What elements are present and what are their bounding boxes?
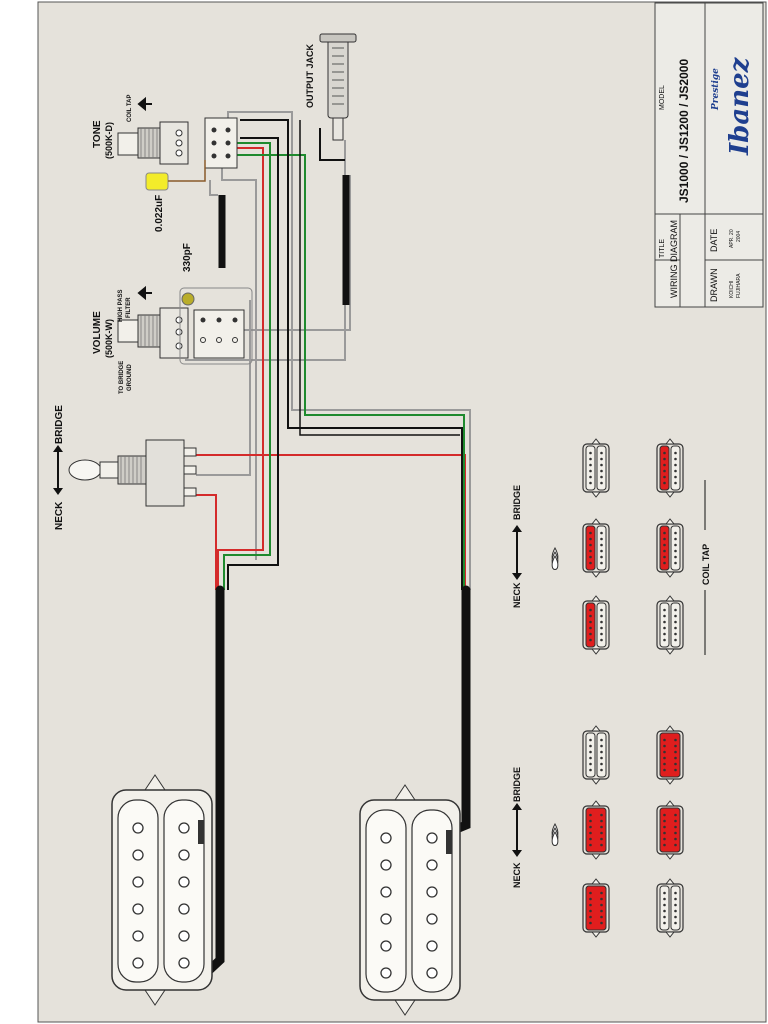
tone-pot[interactable] bbox=[117, 121, 189, 165]
combo-pickup bbox=[656, 518, 684, 578]
date-header: DATE bbox=[709, 229, 719, 252]
combo-pickup bbox=[656, 438, 684, 498]
drawn-value-2: FUJIHARA bbox=[736, 273, 742, 298]
drawn-header: DRAWN bbox=[709, 268, 719, 302]
selector-bridge-label: BRIDGE bbox=[54, 405, 65, 444]
selector-neck-label: NECK bbox=[54, 501, 65, 530]
pickup-selector-switch[interactable] bbox=[68, 439, 197, 507]
series-logo: Prestige bbox=[711, 68, 721, 111]
combo-pickup bbox=[656, 800, 684, 860]
output-jack[interactable] bbox=[319, 33, 357, 141]
model-value: JS1000 / JS1200 / JS2000 bbox=[677, 59, 691, 203]
coil-tap-switch[interactable] bbox=[204, 117, 238, 169]
date-value-2: 2004 bbox=[736, 231, 742, 242]
model-header: MODEL bbox=[659, 85, 666, 110]
combo-top-bridge-label: BRIDGE bbox=[512, 485, 522, 520]
coil-tap-chart bbox=[512, 438, 706, 655]
high-pass-arrow-icon bbox=[137, 285, 152, 301]
tone-value: (500K-D) bbox=[104, 122, 114, 159]
tone-label: TONE bbox=[92, 120, 103, 148]
combo-bottom-bridge-label: BRIDGE bbox=[512, 767, 522, 802]
title-block: TITLE WIRING DIAGRAM MODEL JS1000 / JS12… bbox=[654, 2, 764, 308]
title-value: WIRING DIAGRAM bbox=[669, 220, 679, 298]
selector-arrow-icon bbox=[53, 445, 63, 495]
combo-pickup bbox=[582, 800, 610, 860]
combo-bottom-neck-label: NECK bbox=[512, 862, 522, 888]
neck-humbucker[interactable] bbox=[111, 774, 213, 1006]
tone-capacitor-label: 0.022uF bbox=[154, 195, 165, 232]
brand-logo: Ibanez bbox=[725, 56, 755, 156]
to-bridge-label-1: TO BRIDGE bbox=[119, 361, 125, 394]
high-pass-filter-label-2: FILTER bbox=[126, 297, 132, 318]
tone-capacitor bbox=[145, 172, 169, 191]
combo-pickup bbox=[582, 878, 610, 938]
hpf-capacitor bbox=[181, 292, 195, 306]
combo-pickup bbox=[656, 725, 684, 785]
volume-pot[interactable] bbox=[117, 287, 253, 365]
combo-arrow-icon bbox=[512, 803, 559, 857]
title-header: TITLE bbox=[659, 239, 666, 258]
humbucker-chart bbox=[512, 725, 684, 938]
combo-pickup bbox=[582, 518, 610, 578]
to-bridge-label-2: GROUND bbox=[127, 364, 133, 391]
combo-top-neck-label: NECK bbox=[512, 582, 522, 608]
date-value-1: APR. 20 bbox=[729, 229, 735, 248]
hpf-capacitor-label: 330pF bbox=[182, 243, 193, 272]
coil-tap-arrow-icon bbox=[137, 96, 152, 112]
coil-tap-arrow-label: COIL TAP bbox=[127, 95, 133, 122]
bridge-humbucker[interactable] bbox=[359, 784, 461, 1016]
volume-value: (500K-W) bbox=[104, 319, 114, 358]
volume-label: VOLUME bbox=[92, 311, 103, 354]
coil-tap-row-label: COIL TAP bbox=[701, 544, 711, 585]
high-pass-filter-label-1: HIGH PASS bbox=[118, 289, 124, 322]
combo-arrow-icon bbox=[512, 525, 559, 580]
output-jack-label: OUTPUT JACK bbox=[305, 43, 315, 108]
combo-pickup bbox=[582, 595, 610, 655]
drawn-value-1: KOICHI bbox=[729, 281, 735, 298]
